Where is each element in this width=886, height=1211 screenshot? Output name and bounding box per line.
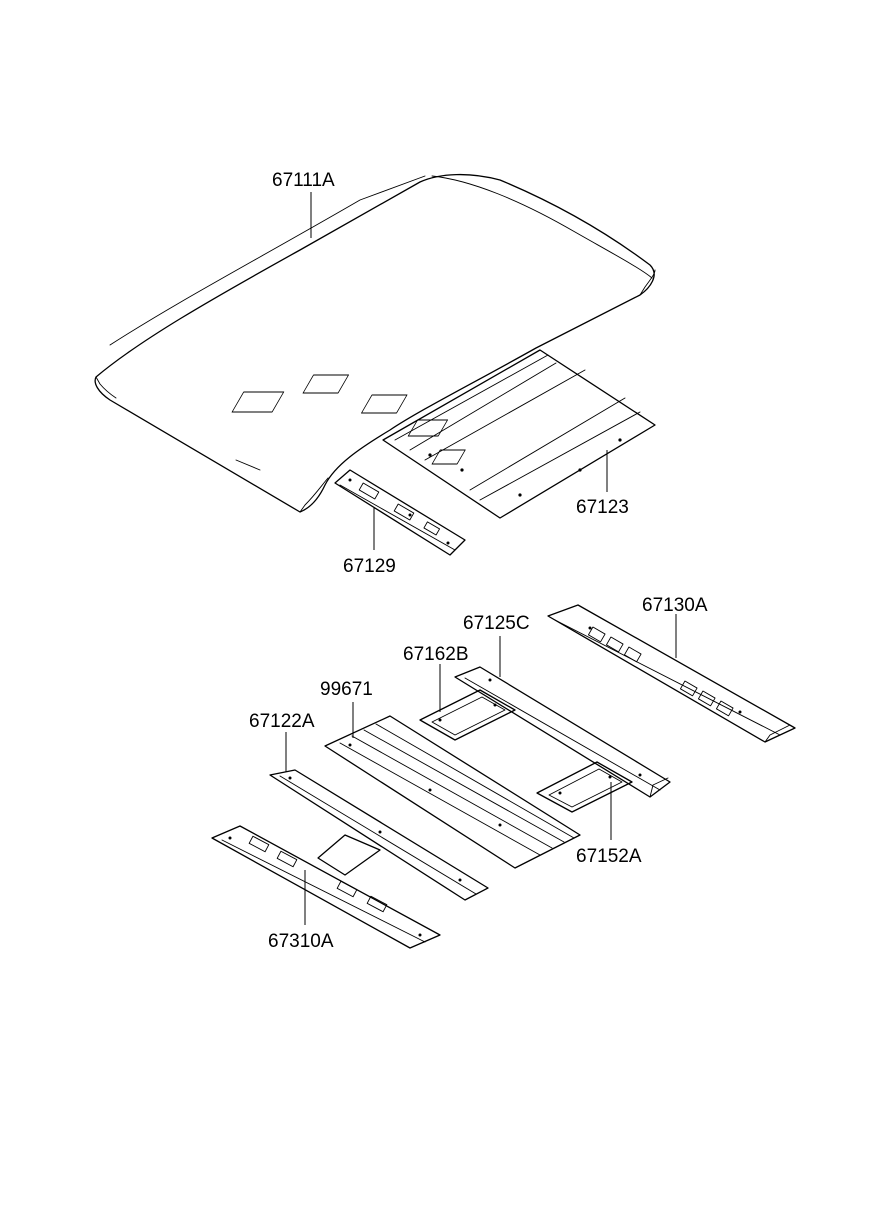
rail-front-67310a xyxy=(211,825,441,949)
rail-front-inner-67129 xyxy=(334,469,466,556)
label-67122a: 67122A xyxy=(249,711,315,732)
label-67152a: 67152A xyxy=(576,846,642,867)
label-67310a: 67310A xyxy=(268,931,334,952)
bracket-front-67162b xyxy=(419,689,516,741)
label-67162b: 67162B xyxy=(403,644,469,665)
frame-sunroof-67125c xyxy=(454,666,671,798)
bow-assembly-99671 xyxy=(324,715,581,869)
label-67111a: 67111A xyxy=(272,170,335,191)
rail-center-67122a xyxy=(269,769,489,901)
label-67125c: 67125C xyxy=(463,613,530,634)
part-labels: 67111A 67123 67129 67130A 67125C 67162B … xyxy=(249,170,708,952)
label-99671: 99671 xyxy=(320,679,373,700)
rail-rear-67130a xyxy=(547,604,796,743)
roof-panel-67111a xyxy=(94,173,656,513)
label-67130a: 67130A xyxy=(642,595,708,616)
roof-bow-67123 xyxy=(231,349,656,519)
bracket-rear-67152a xyxy=(536,761,633,813)
leader-lines xyxy=(285,192,677,925)
label-67123: 67123 xyxy=(576,497,629,518)
label-67129: 67129 xyxy=(343,556,396,577)
